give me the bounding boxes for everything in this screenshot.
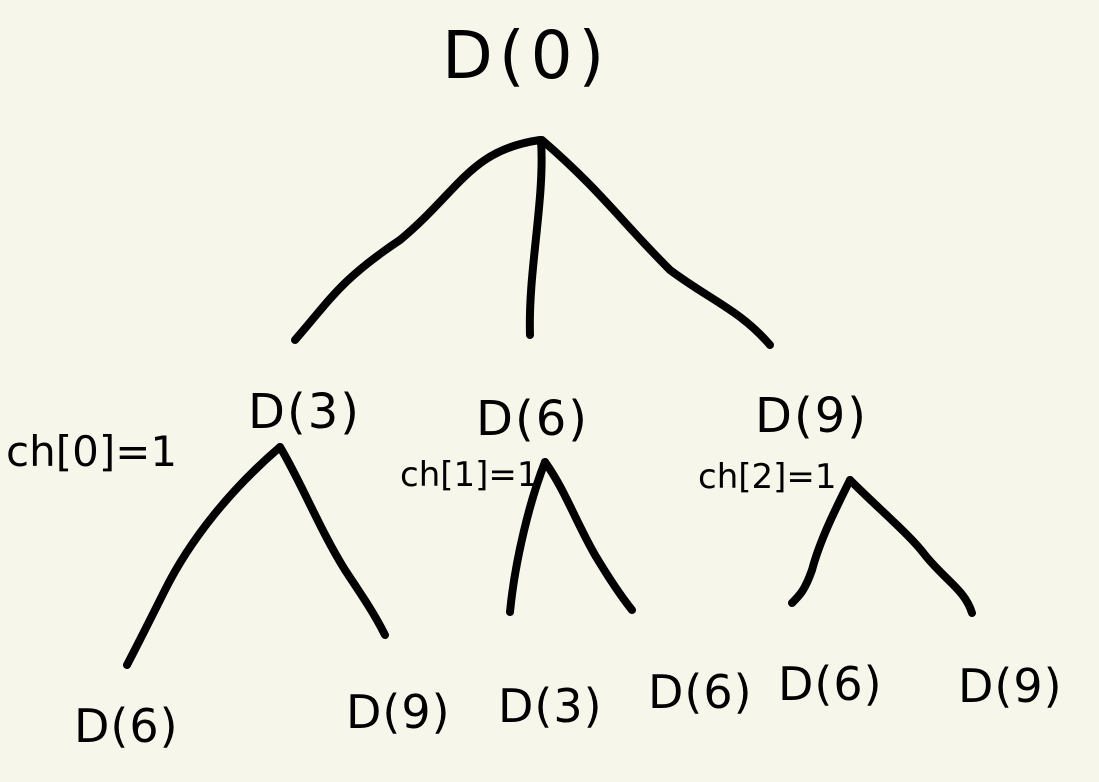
- edge-root-to-d6: [525, 136, 546, 339]
- edge-root-to-d9: [538, 136, 774, 349]
- level1-node-label: D(3): [248, 384, 361, 440]
- leaf-node-label: D(9): [346, 685, 451, 739]
- edge-d9-to-d6: [788, 476, 854, 607]
- root-node-label: D(0): [442, 17, 610, 94]
- edge-d3-to-d9: [276, 443, 389, 639]
- leaf-node-label: D(9): [958, 659, 1063, 713]
- edge-d3-to-d6: [123, 443, 284, 669]
- leaf-node-label: D(6): [648, 665, 753, 719]
- annotation-ch2: ch[2]=1: [698, 457, 837, 497]
- edge-d6-to-d6: [541, 458, 636, 614]
- edge-d9-to-d9: [846, 476, 976, 617]
- leaf-node-label: D(3): [498, 679, 603, 733]
- annotation-ch0: ch[0]=1: [6, 427, 177, 476]
- edge-d6-to-d3: [506, 458, 549, 616]
- annotation-ch1: ch[1]=1: [400, 455, 539, 495]
- leaf-node-label: D(6): [74, 699, 179, 753]
- level1-node-label: D(6): [476, 391, 589, 447]
- level1-node-label: D(9): [755, 388, 868, 444]
- edge-root-to-d3: [291, 136, 544, 344]
- leaf-node-label: D(6): [778, 657, 883, 711]
